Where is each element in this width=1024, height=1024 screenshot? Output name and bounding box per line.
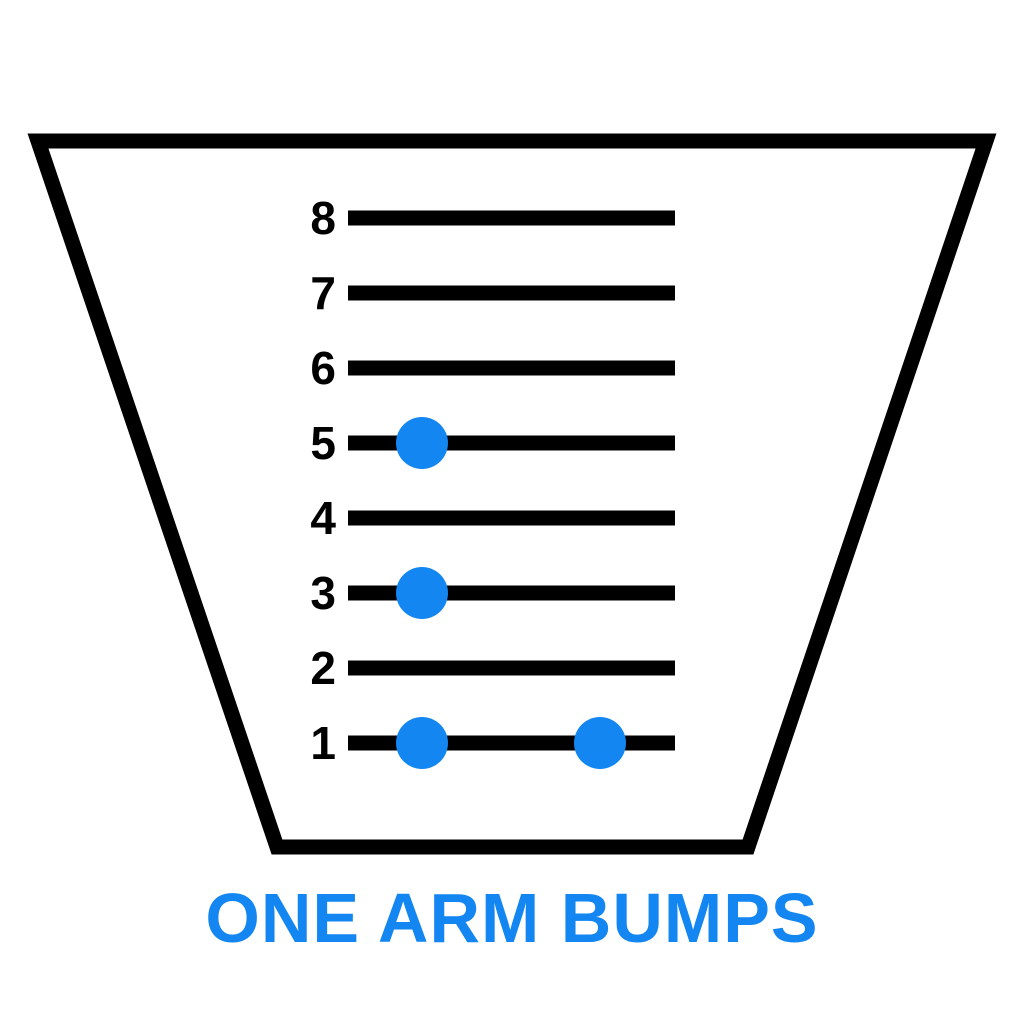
level-label: 7 [310,267,336,319]
level-label: 4 [310,492,336,544]
level-label: 8 [310,192,336,244]
level-label: 2 [310,642,336,694]
bump-dot [396,417,448,469]
level-rows: 8 7 6 5 4 3 2 1 [310,192,675,769]
funnel-outline [27,133,997,855]
level-label: 5 [310,417,336,469]
bump-dot [574,717,626,769]
poster-title: ONE ARM BUMPS [205,879,819,957]
level-label: 3 [310,567,336,619]
bump-dot [396,567,448,619]
level-label: 1 [310,717,336,769]
bump-dot [396,717,448,769]
level-label: 6 [310,342,336,394]
